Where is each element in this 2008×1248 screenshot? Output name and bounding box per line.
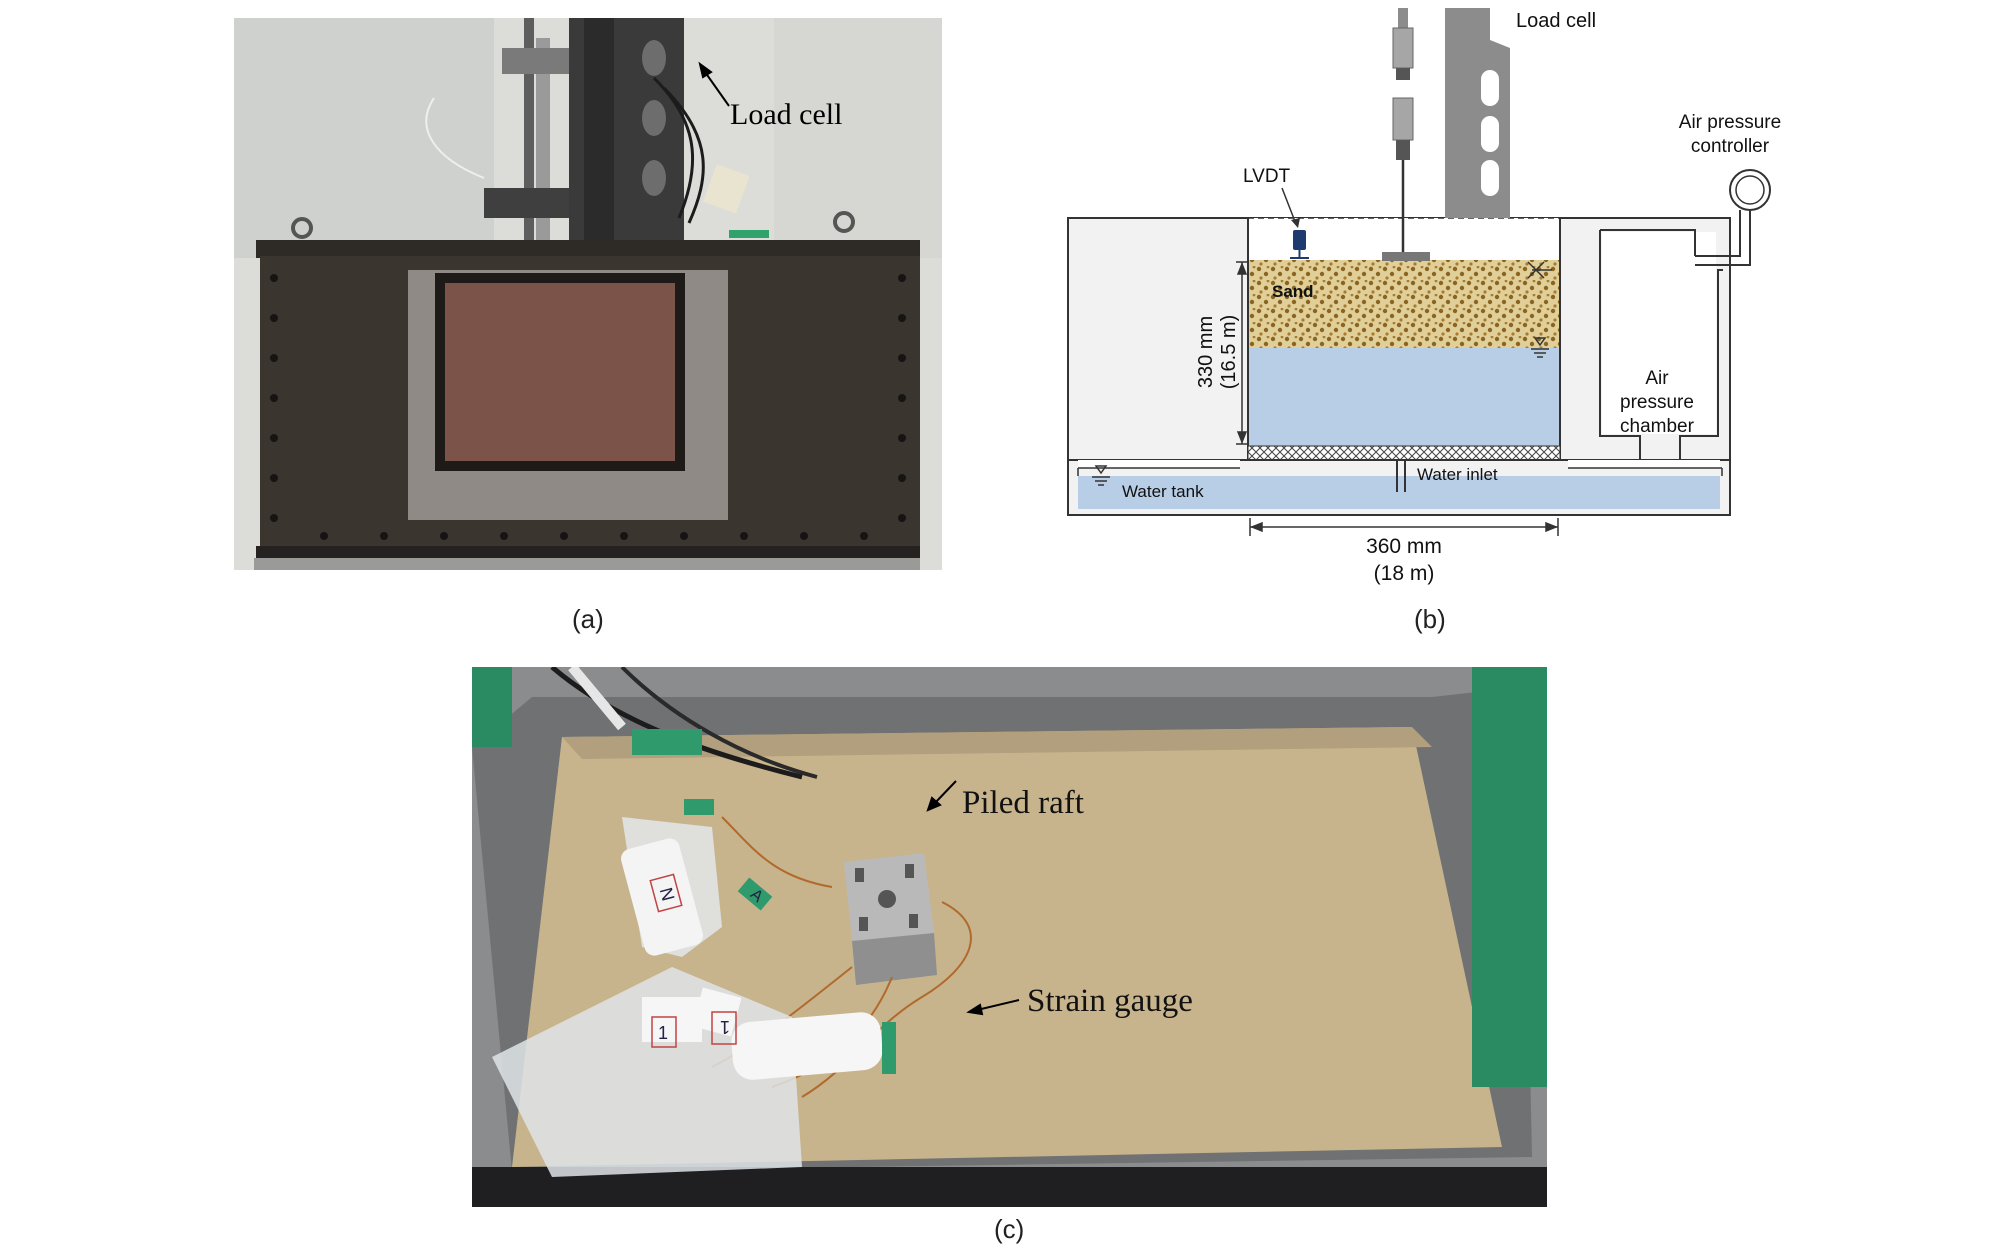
width-dimension [1249,518,1559,536]
water-table-symbol [1531,337,1549,358]
sand-label: Sand [1272,282,1314,301]
tag-label-1b: 1 [658,1023,668,1043]
panel-c-photo: N A 1 1 Piled raft Strain gauge [472,663,1547,1207]
width-mm-label: 360 mm [1366,535,1442,558]
load-cell-icon [1392,8,1510,252]
strain-gauge-arrow [966,999,1020,1016]
air-pressure-controller-label-2: controller [1691,136,1770,157]
sand-box-photo-illustration: N A 1 1 Piled raft Strain gauge [472,663,1547,1207]
width-m-label: (18 m) [1374,562,1435,585]
water-inlet-label: Water inlet [1417,465,1498,484]
drainage-layer [1247,445,1561,461]
panel-b-caption: (b) [1414,604,1446,634]
height-m-label: (16.5 m) [1218,315,1240,389]
height-mm-label: 330 mm [1195,316,1217,388]
panel-b-diagram: Load cell LVDT Air pressure controller S… [1060,0,1790,640]
water-tank-label: Water tank [1122,482,1204,501]
sand-layer [1248,260,1560,348]
lvdt-label: LVDT [1243,166,1291,187]
tank-water-level-symbol [1092,465,1110,486]
chamber-label-3: chamber [1620,416,1695,437]
lvdt-icon [1290,230,1309,259]
tag-label-n: N [656,885,679,903]
water-layer [1248,348,1560,446]
chamber-label-1: Air [1645,368,1669,389]
piled-raft-block [844,853,937,985]
load-frame-photo-illustration: Load cell [234,18,942,570]
tag-label-1a: 1 [720,1017,730,1037]
panel-c-caption: (c) [994,1214,1025,1244]
surface-symbol [1527,261,1552,279]
panel-a-photo: Load cell [234,18,942,570]
test-setup-schematic: Load cell LVDT Air pressure controller S… [1067,8,1781,585]
water-tank [1078,476,1720,509]
piled-raft-callout: Piled raft [962,785,1084,821]
strain-gauge-callout: Strain gauge [1027,983,1193,1019]
piled-raft-plate [1382,252,1430,261]
piled-raft-arrow [926,780,957,812]
air-pressure-controller-label-1: Air pressure [1679,112,1781,133]
load-cell-arrow [698,61,730,107]
height-dimension [1236,261,1248,445]
load-cell-callout: Load cell [730,98,842,131]
load-cell-label: Load cell [1516,10,1596,32]
chamber-label-2: pressure [1620,392,1694,413]
panel-a-caption: (a) [572,604,604,634]
